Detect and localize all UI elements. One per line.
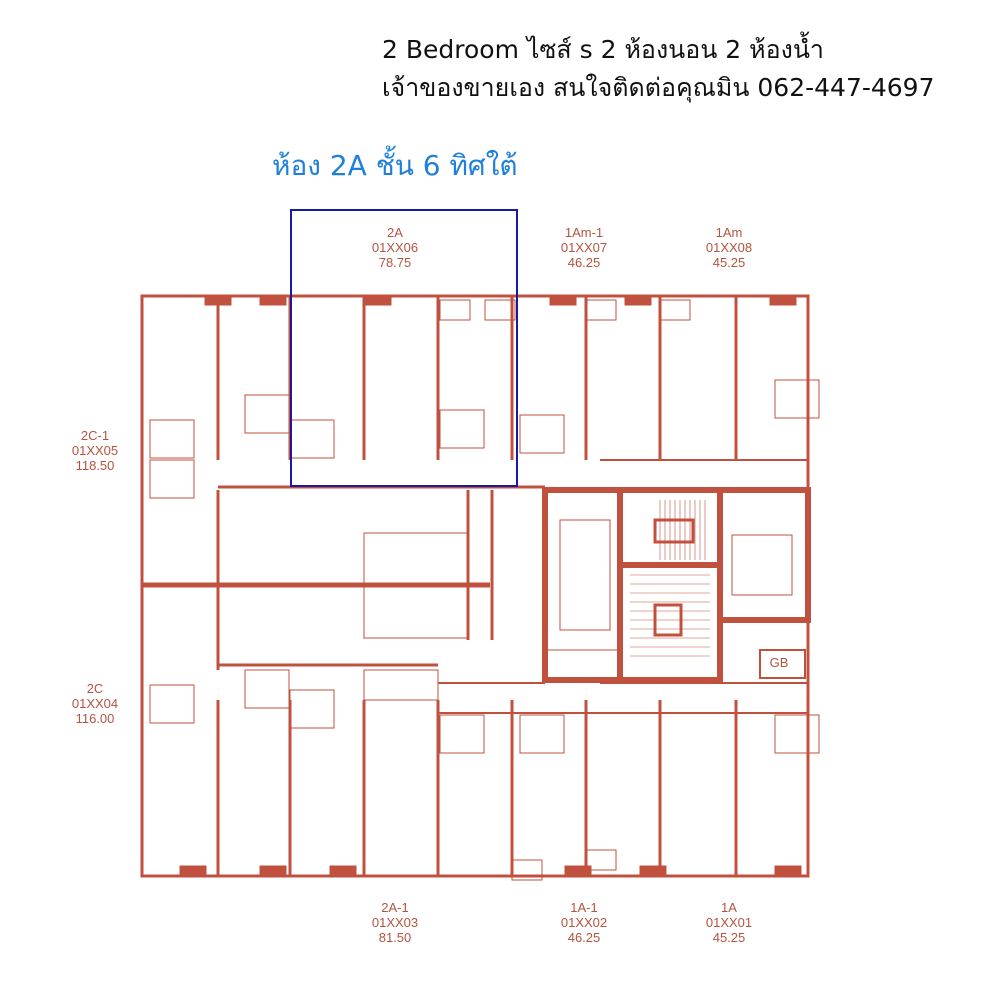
unit-code: 01XX06 [372, 240, 418, 255]
unit-area: 45.25 [713, 255, 746, 270]
unit-labels: 2A01XX0678.751Am-101XX0746.251Am01XX0845… [72, 225, 752, 945]
closet [585, 299, 617, 321]
bathroom [439, 409, 485, 449]
column [329, 865, 357, 876]
closet [439, 299, 471, 321]
bathroom [289, 689, 335, 729]
column [364, 296, 392, 306]
column [179, 865, 207, 876]
unit-type: 2C-1 [81, 428, 109, 443]
bathroom [149, 419, 195, 459]
contact-line: เจ้าของขายเอง สนใจติดต่อคุณมิน 062-447-4… [382, 73, 935, 102]
unit-area: 46.25 [568, 930, 601, 945]
void [363, 532, 469, 639]
bathroom [774, 379, 820, 419]
bathroom [439, 714, 485, 754]
closet [659, 299, 691, 321]
unit-type: 1A-1 [570, 900, 597, 915]
door-opening [363, 669, 439, 701]
column [259, 865, 287, 876]
column [624, 296, 652, 306]
lift [559, 519, 611, 631]
closet [484, 299, 516, 321]
bathroom [519, 714, 565, 754]
unit-area: 46.25 [568, 255, 601, 270]
bathroom [149, 684, 195, 724]
unit-area: 45.25 [713, 930, 746, 945]
column [259, 296, 287, 306]
unit-code: 01XX02 [561, 915, 607, 930]
unit-area: 116.00 [76, 711, 115, 726]
unit-type: 2A-1 [381, 900, 408, 915]
unit-area: 78.75 [379, 255, 412, 270]
column [204, 296, 232, 306]
column [769, 296, 797, 306]
column [774, 865, 802, 876]
stair-void [653, 518, 695, 544]
unit-code: 01XX07 [561, 240, 607, 255]
unit-type: 2C [87, 681, 104, 696]
column [639, 865, 667, 876]
closet [511, 859, 543, 881]
lift [731, 534, 793, 596]
garbage-room-label: GB [770, 655, 789, 670]
unit-code: 01XX04 [72, 696, 118, 711]
bathroom [244, 394, 290, 434]
unit-code: 01XX01 [706, 915, 752, 930]
unit-type: 1Am-1 [565, 225, 603, 240]
unit-area: 118.50 [76, 458, 115, 473]
unit-area: 81.50 [379, 930, 412, 945]
unit-code: 01XX08 [706, 240, 752, 255]
highlight-caption: ห้อง 2A ชั้น 6 ทิศใต้ [272, 149, 518, 182]
garbage-room [759, 649, 806, 679]
unit-type: 1Am [716, 225, 743, 240]
column [549, 296, 577, 306]
closet [585, 849, 617, 871]
unit-type: 1A [721, 900, 737, 915]
lift-lobby [717, 487, 811, 623]
listing-title: 2 Bedroom ไซส์ s 2 ห้องนอน 2 ห้องน้ำ [382, 35, 824, 64]
bathroom [519, 414, 565, 454]
shaft [544, 649, 621, 681]
bathroom [149, 459, 195, 499]
unit-type: 2A [387, 225, 403, 240]
bathroom [244, 669, 290, 709]
bathroom [774, 714, 820, 754]
unit-code: 01XX05 [72, 443, 118, 458]
core-lift-shaft [542, 487, 623, 683]
walls [140, 294, 820, 881]
highlight-box-2a [290, 209, 518, 487]
bathroom [289, 419, 335, 459]
unit-code: 01XX03 [372, 915, 418, 930]
